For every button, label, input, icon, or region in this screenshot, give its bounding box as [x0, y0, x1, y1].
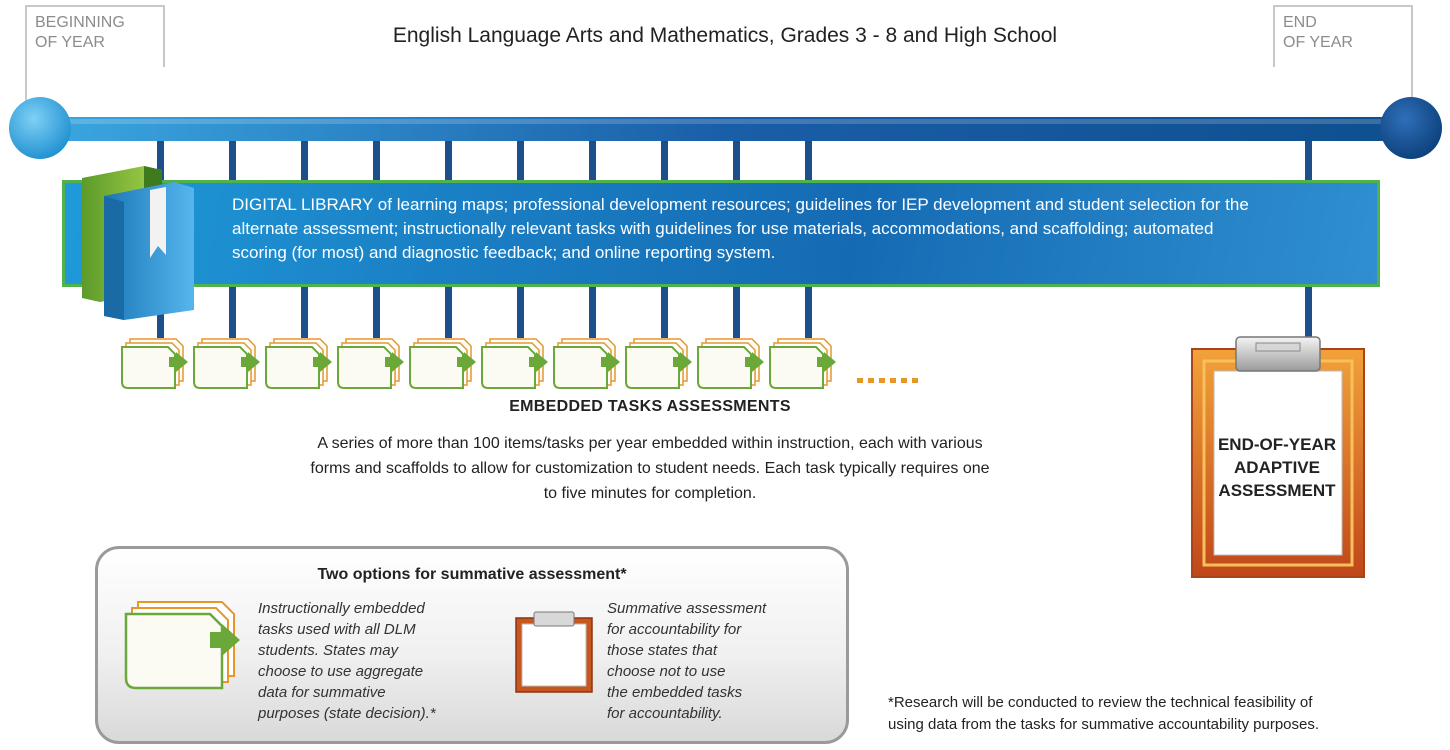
- beginning-of-year-line1: BEGINNING: [35, 14, 125, 31]
- timeline-end-marker: [1380, 97, 1442, 159]
- embedded-desc-line: forms and scaffolds to allow for customi…: [310, 460, 990, 477]
- option1-line: tasks used with all DLM: [258, 621, 416, 638]
- embedded-desc-line: to five minutes for completion.: [543, 485, 757, 502]
- end-of-year-line2: OF YEAR: [1283, 34, 1353, 51]
- task-folder-icon: [193, 338, 260, 389]
- option2-line: the embedded tasks: [607, 684, 743, 701]
- task-folder-icon: [481, 338, 548, 389]
- timeline-bar: [40, 117, 1410, 141]
- task-folder-icon: [409, 338, 476, 389]
- option2-line: for accountability for: [607, 621, 742, 638]
- diagram-title: English Language Arts and Mathematics, G…: [392, 24, 1058, 47]
- option1-line: students. States may: [258, 642, 399, 659]
- embedded-tasks-description: A series of more than 100 items/tasks pe…: [100, 431, 1200, 506]
- option2-line: Summative assessment: [607, 600, 767, 617]
- option1-text: Instructionally embedded tasks used with…: [258, 598, 468, 724]
- eoy-line: ASSESSMENT: [1218, 481, 1336, 500]
- option2-text: Summative assessment for accountability …: [607, 598, 807, 724]
- end-of-year-line1: END: [1283, 14, 1317, 31]
- beginning-of-year-flag: BEGINNING OF YEAR: [25, 5, 165, 67]
- eoy-line: END-OF-YEAR: [1217, 435, 1337, 454]
- option1-line: Instructionally embedded: [258, 600, 425, 617]
- books-icon: [82, 166, 194, 320]
- end-of-year-flag: END OF YEAR: [1273, 5, 1413, 67]
- footnote-line: *Research will be conducted to review th…: [888, 694, 1313, 711]
- digital-library-text: DIGITAL LIBRARY of learning maps; profes…: [232, 193, 1352, 265]
- eoy-line: ADAPTIVE: [1234, 458, 1320, 477]
- option1-line: data for summative: [258, 684, 386, 701]
- task-folder-icon: [337, 338, 404, 389]
- option2-line: those states that: [607, 642, 718, 659]
- option2-line: choose not to use: [607, 663, 726, 680]
- option1-line: choose to use aggregate: [258, 663, 424, 680]
- task-folder-icon: [697, 338, 764, 389]
- beginning-of-year-line2: OF YEAR: [35, 34, 105, 51]
- end-of-year-assessment-label: END-OF-YEAR ADAPTIVE ASSESSMENT: [1208, 433, 1346, 502]
- task-folder-icon: [769, 338, 836, 389]
- footnote-line: using data from the tasks for summative …: [888, 716, 1320, 733]
- digital-library-line: alternate assessment; instructionally re…: [232, 219, 1214, 238]
- clipboard-small-icon: [515, 611, 593, 693]
- end-flag-pole: [1411, 67, 1413, 107]
- beginning-flag-pole: [25, 67, 27, 107]
- timeline-start-marker: [9, 97, 71, 159]
- option1-line: purposes (state decision).*: [258, 705, 436, 722]
- task-folder-icon: [121, 338, 188, 389]
- digital-library-banner: [62, 180, 1380, 287]
- digital-library-line: scoring (for most) and diagnostic feedba…: [232, 243, 776, 262]
- task-folder-icon: [124, 601, 240, 690]
- more-tasks-ellipsis: [857, 378, 918, 383]
- task-folder-icon: [265, 338, 332, 389]
- research-footnote: *Research will be conducted to review th…: [888, 692, 1448, 736]
- task-folder-icon: [553, 338, 620, 389]
- clipboard-icon: [1191, 336, 1365, 578]
- embedded-desc-line: A series of more than 100 items/tasks pe…: [317, 435, 983, 452]
- option2-line: for accountability.: [607, 705, 723, 722]
- digital-library-line: DIGITAL LIBRARY of learning maps; profes…: [232, 195, 1249, 214]
- task-folder-icon: [625, 338, 692, 389]
- embedded-tasks-title: EMBEDDED TASKS ASSESSMENTS: [509, 398, 791, 415]
- summative-options-title: Two options for summative assessment*: [317, 566, 627, 583]
